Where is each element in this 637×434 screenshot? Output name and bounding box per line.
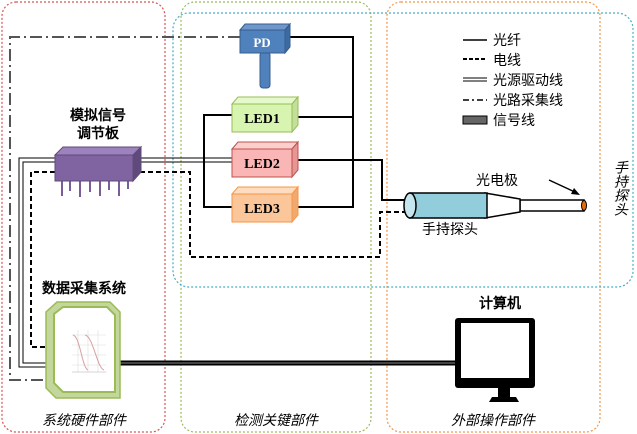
led3: LED3 — [230, 185, 300, 224]
analog-board-label-line1: 模拟信号 — [70, 107, 126, 124]
led1-label: LED1 — [244, 112, 280, 127]
legend: 光纤 电线 光源驱动线 光路采集线 信号线 — [462, 33, 563, 129]
led1: LED1 — [230, 95, 300, 134]
key-detection-group-box — [180, 1, 372, 433]
photoelectrode-label: 光电极 — [476, 173, 518, 189]
legend-label-signal-line: 信号线 — [493, 113, 535, 129]
led2: LED2 — [230, 140, 300, 179]
led3-label: LED3 — [244, 202, 280, 217]
legend-label-wire: 电线 — [493, 53, 521, 69]
pd-label: PD — [253, 35, 270, 50]
external-group-box — [386, 1, 601, 433]
light-drive-lines — [18, 157, 232, 368]
handheld-probe-group-box — [172, 12, 634, 288]
led2-label: LED2 — [244, 157, 280, 172]
hardware-group-box — [1, 1, 166, 433]
handheld-probe — [403, 192, 587, 219]
analog-conditioning-board — [53, 145, 143, 197]
computer-label: 计算机 — [479, 295, 521, 312]
electric-wires — [30, 171, 405, 348]
pd-detector: PD — [238, 22, 292, 89]
daq-device — [45, 301, 121, 399]
external-group-label: 外部操作部件 — [451, 413, 536, 429]
probe-group-label: 手持探头 — [612, 160, 628, 216]
legend-label-collection-line: 光路采集线 — [493, 92, 563, 109]
key-detection-group-label: 检测关键部件 — [234, 413, 319, 429]
photoelectrode-arrow — [548, 179, 580, 195]
probe-label: 手持探头 — [422, 222, 478, 238]
computer-monitor — [455, 318, 535, 402]
analog-board-label-line2: 调节板 — [77, 125, 120, 142]
legend-label-fiber: 光纤 — [493, 33, 521, 49]
hardware-group-label: 系统硬件部件 — [42, 413, 127, 429]
daq-screen-grid — [72, 330, 106, 373]
fiber-lines — [203, 36, 405, 208]
daq-label: 数据采集系统 — [42, 280, 126, 297]
legend-label-drive-line: 光源驱动线 — [493, 73, 563, 89]
optical-collection-line — [9, 36, 240, 381]
